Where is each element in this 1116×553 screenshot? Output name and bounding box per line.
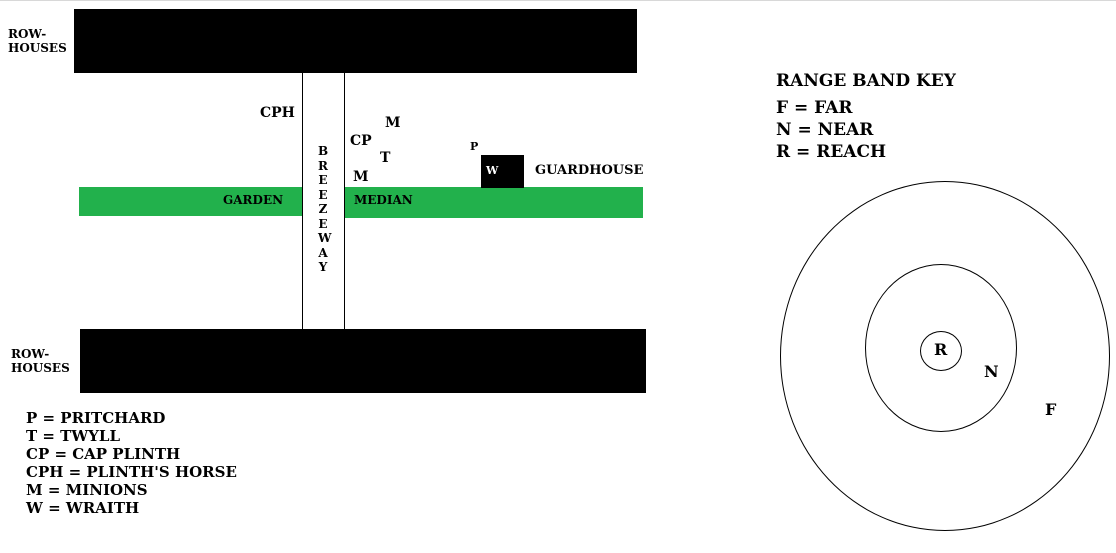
rowhouses-bottom-block — [80, 329, 646, 393]
range-key-near: N = NEAR — [776, 120, 874, 140]
token-wraith: W — [486, 164, 499, 177]
garden-label: GARDEN — [223, 193, 284, 207]
guardhouse-label: GUARDHOUSE — [535, 163, 644, 178]
token-cap-plinth: CP — [350, 133, 372, 149]
legend-item-pritchard: P = PRITCHARD — [26, 409, 166, 427]
reach-range-ring — [920, 331, 962, 371]
far-ring-label: F — [1045, 400, 1057, 419]
breezeway-left-wall — [302, 73, 303, 329]
guardhouse-building — [481, 155, 524, 188]
token-minions-lower: M — [353, 169, 369, 185]
legend-item-cap-plinth: CP = CAP PLINTH — [26, 445, 181, 463]
breezeway-label: BREEZEWAY — [318, 144, 332, 274]
legend-item-wraith: W = WRAITH — [26, 499, 140, 517]
range-key-reach: R = REACH — [776, 142, 887, 162]
token-pritchard: P — [470, 140, 479, 153]
rowhouses-top-block — [74, 9, 637, 73]
legend-item-minions: M = MINIONS — [26, 481, 148, 499]
range-key-far: F = FAR — [776, 98, 853, 118]
far-range-ring — [780, 181, 1110, 531]
token-plinths-horse: CPH — [260, 105, 295, 121]
near-ring-label: N — [984, 362, 999, 381]
garden-strip — [79, 187, 302, 216]
legend-item-twyll: T = TWYLL — [26, 427, 120, 445]
reach-ring-label: R — [934, 340, 948, 359]
range-key-title: RANGE BAND KEY — [776, 71, 956, 91]
legend-item-plinths-horse: CPH = PLINTH'S HORSE — [26, 463, 237, 481]
rowhouses-top-label: ROW- HOUSES — [8, 27, 67, 55]
breezeway-right-wall — [344, 73, 345, 329]
rowhouses-bottom-label: ROW- HOUSES — [11, 347, 70, 375]
median-strip — [345, 187, 643, 218]
token-minions-upper: M — [385, 115, 401, 131]
near-range-ring — [865, 264, 1017, 432]
median-label: MEDIAN — [354, 193, 413, 207]
token-twyll: T — [380, 150, 391, 166]
